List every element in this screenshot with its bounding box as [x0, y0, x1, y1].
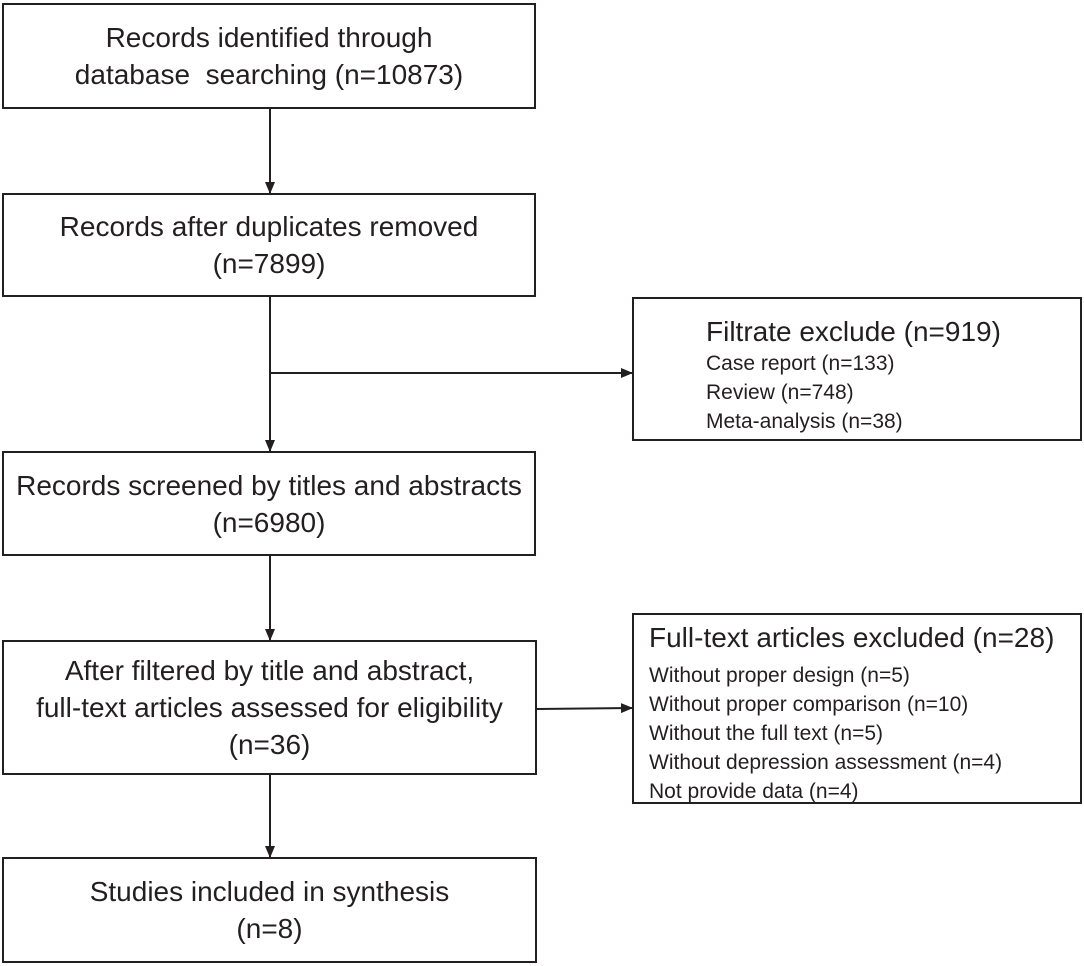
full-text-excluded-title: Full-text articles excluded (n=28): [649, 622, 1055, 653]
records-identified-line-2: database searching (n=10873): [74, 59, 464, 90]
full-text-excluded-item: Without depression assessment (n=4): [649, 751, 1003, 774]
eligibility-line-2: full-text articles assessed for eligibil…: [36, 692, 503, 723]
studies-included-line-1: Studies included in synthesis: [89, 876, 450, 907]
full-text-excluded-item: Without proper design (n=5): [649, 664, 910, 687]
eligibility-line-1: After filtered by title and abstract,: [64, 655, 475, 686]
filtrate-exclude-item: Meta-analysis (n=38): [706, 410, 903, 433]
full-text-eligibility-box: After filtered by title and abstract, fu…: [2, 640, 537, 775]
filtrate-exclude-item: Case report (n=133): [706, 352, 895, 375]
records-after-duplicates-line-2: (n=7899): [212, 248, 326, 279]
filtrate-exclude-title: Filtrate exclude (n=919): [706, 316, 1001, 347]
records-screened-line-2: (n=6980): [212, 506, 326, 538]
full-text-excluded-box: Full-text articles excluded (n=28) Witho…: [632, 613, 1082, 804]
records-after-duplicates-box: Records after duplicates removed (n=7899…: [2, 193, 536, 297]
records-identified-line-1: Records identified through: [105, 22, 433, 53]
filtrate-exclude-box: Filtrate exclude (n=919) Case report (n=…: [632, 297, 1082, 441]
records-identified-box: Records identified through database sear…: [2, 3, 536, 109]
full-text-excluded-item: Without the full text (n=5): [649, 722, 884, 745]
studies-included-line-2: (n=8): [236, 913, 303, 944]
eligibility-line-3: (n=36): [228, 729, 311, 760]
arrow-to-fulltext-excluded: [536, 703, 633, 714]
records-after-duplicates-line-1: Records after duplicates removed: [59, 211, 479, 242]
full-text-excluded-item: Not provide data (n=4): [649, 780, 859, 803]
studies-included-box: Studies included in synthesis (n=8): [2, 857, 537, 963]
records-screened-line-1: Records screened by titles and abstracts: [16, 469, 522, 501]
filtrate-exclude-item: Review (n=748): [706, 381, 854, 404]
full-text-excluded-item: Without proper comparison (n=10): [649, 693, 969, 716]
records-screened-box: Records screened by titles and abstracts…: [2, 451, 536, 556]
